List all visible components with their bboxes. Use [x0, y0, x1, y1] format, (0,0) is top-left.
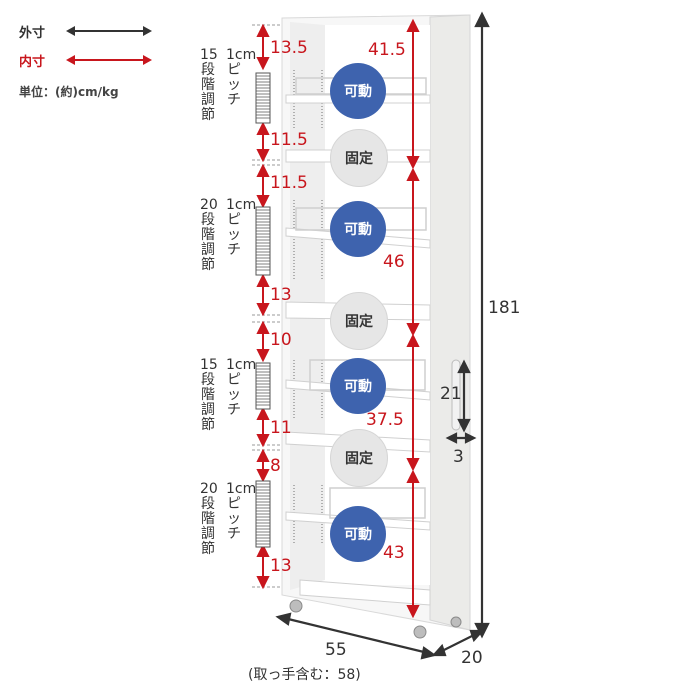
- section-3-top-gap: 10: [270, 330, 292, 350]
- section-3-steps-label: 15段階調節: [200, 357, 218, 433]
- handle-depth: 3: [453, 447, 464, 467]
- section-2-top-gap: 11.5: [270, 173, 308, 193]
- section-3-height: 37.5: [366, 410, 404, 430]
- outer-width: 55: [325, 640, 347, 660]
- section-4-pitch-label: 1cmピッチ: [226, 481, 257, 542]
- section-1-bottom-gap: 11.5: [270, 130, 308, 150]
- movable-shelf-badge: 可動: [330, 358, 386, 414]
- fixed-shelf-badge: 固定: [330, 129, 388, 187]
- section-2-height: 46: [383, 252, 405, 272]
- section-1-pitch-label: 1cmピッチ: [226, 47, 257, 108]
- section-3-pitch-label: 1cmピッチ: [226, 357, 257, 418]
- outer-height: 181: [488, 298, 521, 318]
- section-1-height: 41.5: [368, 40, 406, 60]
- section-4-steps-label: 20段階調節: [200, 481, 218, 557]
- legend-inner-label: 内寸: [19, 55, 46, 70]
- section-1-steps-label: 15段階調節: [200, 47, 218, 123]
- outer-depth: 20: [461, 648, 483, 668]
- section-4-bottom-gap: 13: [270, 556, 292, 576]
- width-with-handle-note: (取っ手含む：58): [248, 667, 361, 683]
- section-1-top-gap: 13.5: [270, 38, 308, 58]
- movable-shelf-badge: 可動: [330, 201, 386, 257]
- handle-height: 21: [440, 384, 462, 404]
- movable-shelf-badge: 可動: [330, 506, 386, 562]
- section-3-bottom-gap: 11: [270, 418, 292, 438]
- unit-label: 単位：(約)cm/kg: [19, 85, 119, 99]
- section-4-height: 43: [383, 543, 405, 563]
- section-2-pitch-label: 1cmピッチ: [226, 197, 257, 258]
- movable-shelf-badge: 可動: [330, 63, 386, 119]
- outer-dimension-arrow-icon: [66, 26, 152, 36]
- inner-dimension-arrow-icon: [66, 55, 152, 65]
- section-4-top-gap: 8: [270, 456, 281, 476]
- fixed-shelf-badge: 固定: [330, 429, 388, 487]
- legend-outer-label: 外寸: [19, 26, 46, 41]
- section-2-bottom-gap: 13: [270, 285, 292, 305]
- section-2-steps-label: 20段階調節: [200, 197, 218, 273]
- fixed-shelf-badge: 固定: [330, 292, 388, 350]
